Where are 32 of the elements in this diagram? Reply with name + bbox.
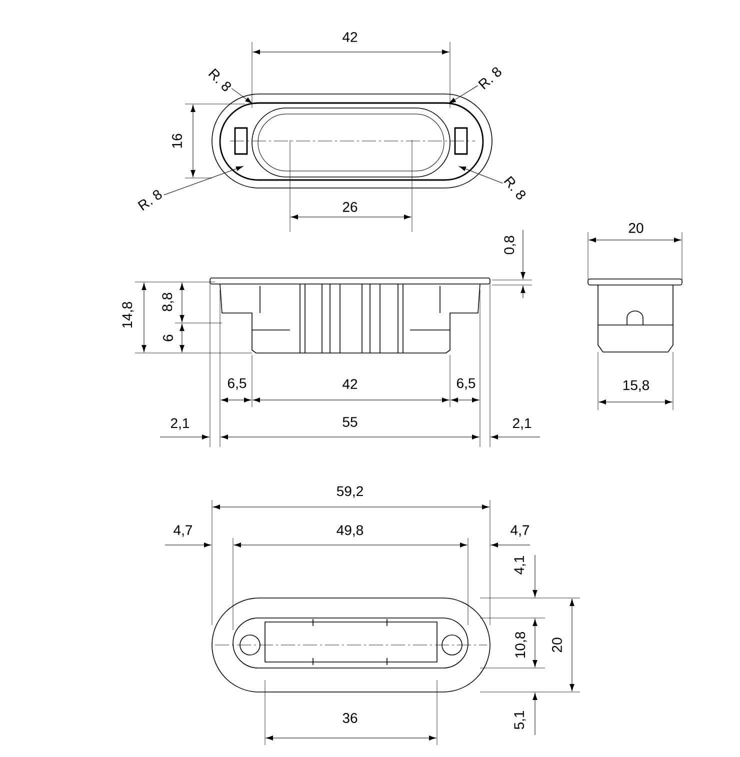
dimension-label: 42	[342, 379, 358, 389]
dimension-label: 2,1	[170, 418, 190, 430]
dimension-label: 20	[552, 638, 562, 652]
dimension-label: 0,8	[504, 236, 516, 254]
radius-label: R. 8	[504, 176, 526, 200]
dimension-label: 49,8	[336, 525, 364, 537]
dimension-label: 8,8	[162, 292, 174, 312]
radius-label: R. 8	[138, 190, 162, 211]
leader-line	[164, 166, 244, 196]
dimension-label: 4,7	[510, 525, 530, 537]
dimension-label: 14,8	[122, 302, 134, 328]
dimension-label: 42	[342, 32, 358, 42]
dimension-label: 5,1	[514, 710, 526, 730]
leader-line	[458, 166, 503, 184]
dimension-label: 26	[342, 202, 358, 212]
radius-label: R. 8	[478, 67, 502, 90]
dimension-label: 2,1	[512, 418, 532, 430]
dimension-label: 6,5	[228, 378, 246, 390]
radius-label: R. 8	[208, 68, 231, 92]
leader-line	[448, 85, 478, 104]
dimension-label: 10,8	[515, 632, 527, 658]
dimension-label: 16	[172, 134, 182, 148]
dimension-label: 4,1	[514, 556, 526, 574]
leader-line	[231, 88, 252, 104]
dimension-label: 6,5	[456, 378, 476, 390]
dimension-label: 55	[342, 417, 358, 427]
dimension-label: 6	[163, 334, 173, 342]
dimension-label: 36	[342, 713, 358, 723]
dimension-label: 20	[628, 223, 644, 233]
dimension-label: 15,8	[623, 380, 650, 392]
dimension-label: 4,7	[174, 525, 192, 537]
dimension-label: 59,2	[336, 486, 363, 498]
